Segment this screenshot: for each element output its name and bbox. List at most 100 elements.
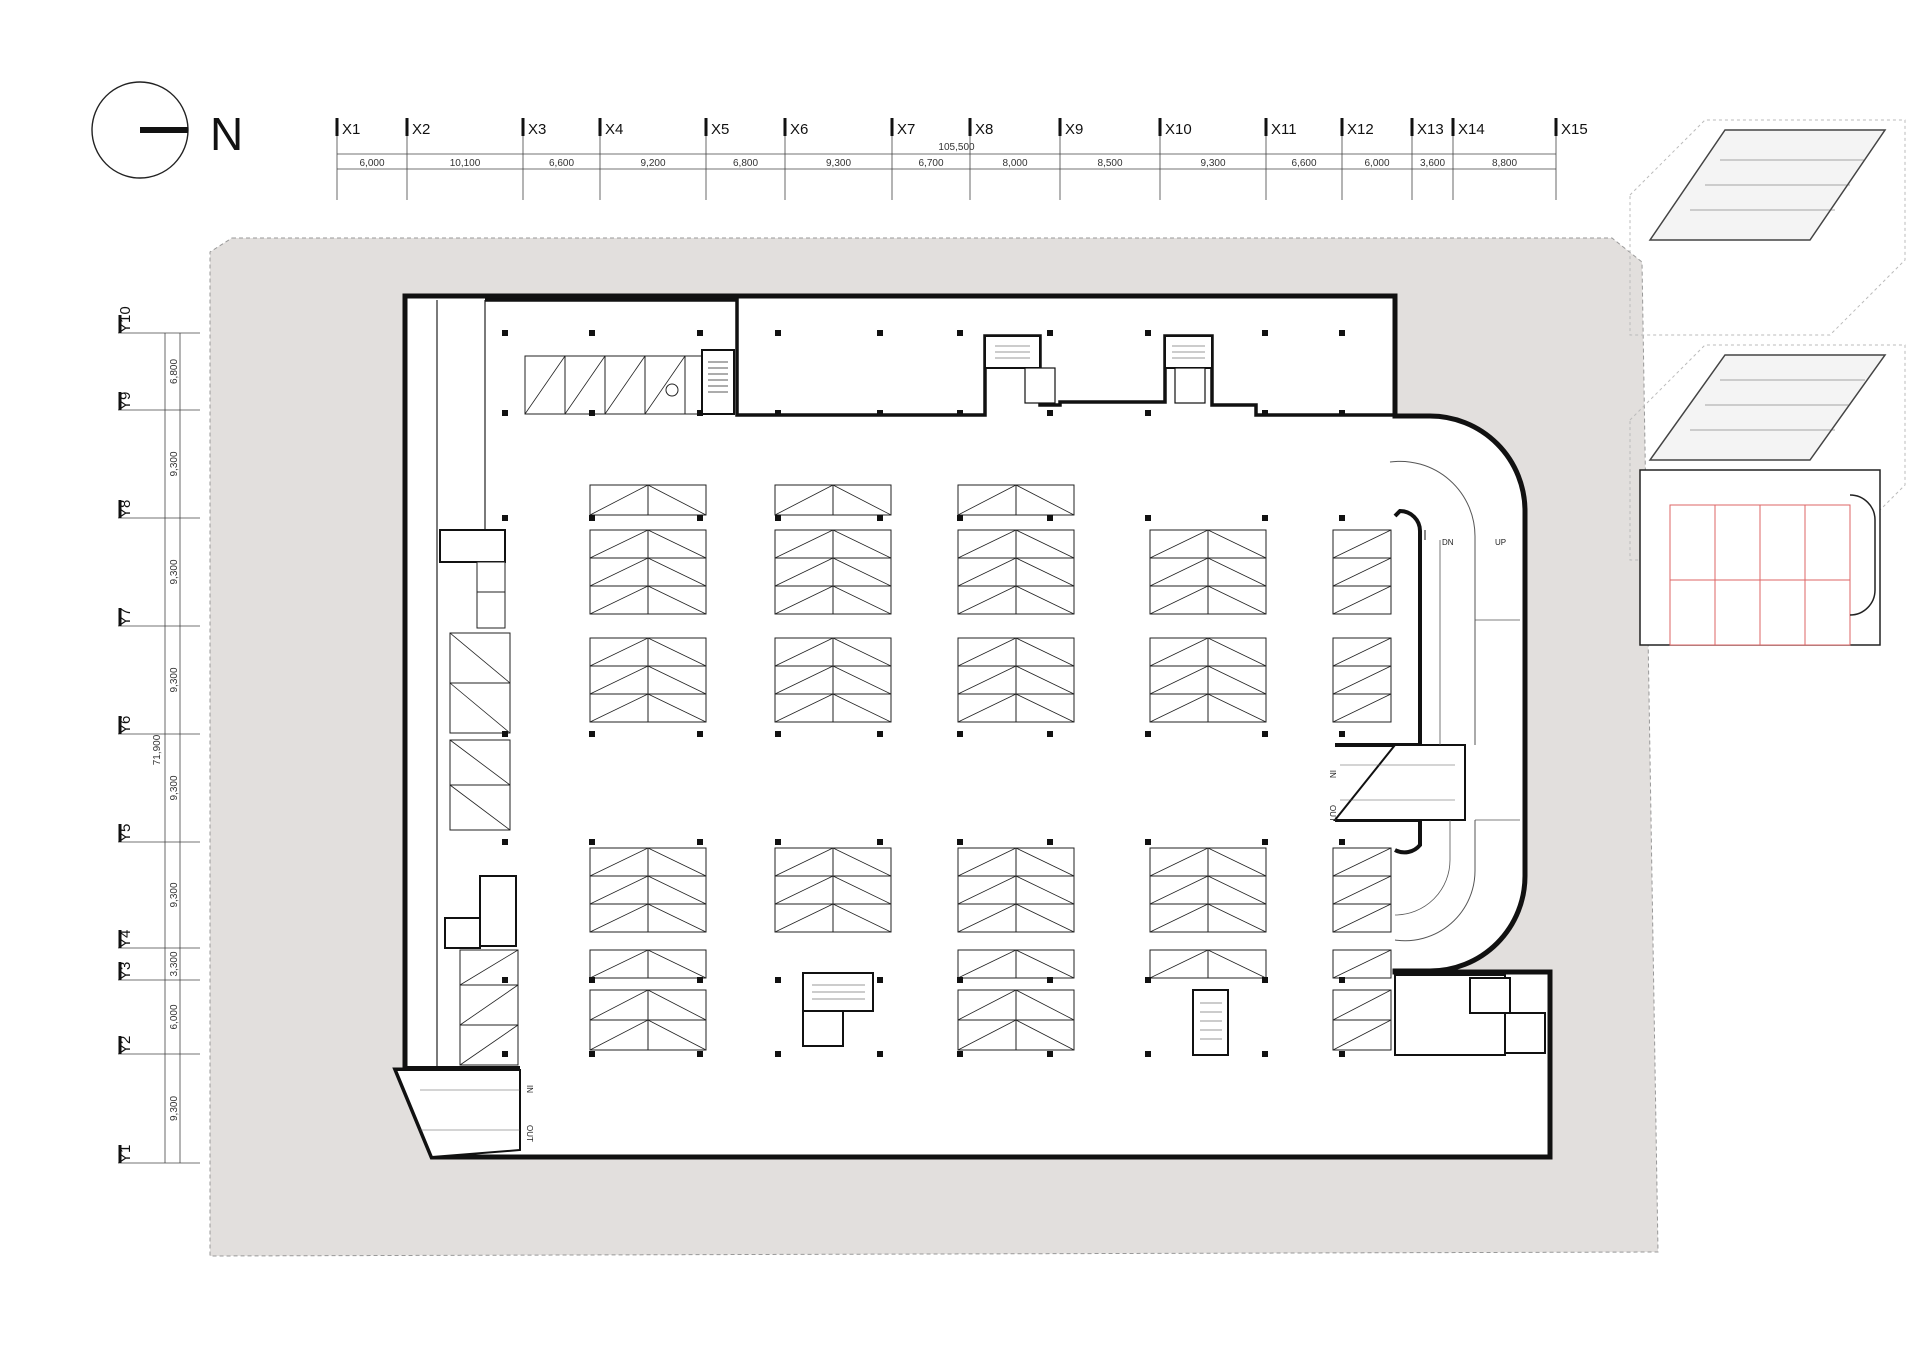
parking-stall [957, 949, 1017, 979]
parking-stall [1332, 585, 1392, 615]
parking-stall [1015, 875, 1075, 905]
parking-stall [957, 665, 1017, 695]
floor-key-plan [1639, 469, 1881, 646]
y-span-label: 9,300 [169, 559, 180, 584]
parking-stall [1015, 693, 1075, 723]
north-service-band [485, 298, 1395, 417]
y-span-label: 9,300 [169, 667, 180, 692]
parking-stall [774, 585, 834, 615]
column [877, 839, 883, 845]
parking-stall [1332, 1019, 1392, 1051]
x-axis-label: X7 [897, 121, 915, 138]
y-axis-label: Y9 [117, 392, 134, 410]
parking-stall [832, 847, 892, 877]
parking-stall [1015, 665, 1075, 695]
column [877, 515, 883, 521]
column [775, 731, 781, 737]
west-in-label: IN [525, 1085, 534, 1093]
parking-stall [1149, 529, 1209, 559]
column [589, 1051, 595, 1057]
column [502, 839, 508, 845]
parking-stall [774, 875, 834, 905]
column [697, 731, 703, 737]
parking-stall [1207, 585, 1267, 615]
parking-stall [1207, 693, 1267, 723]
x-span-label: 6,700 [918, 158, 943, 169]
parking-stall [1149, 875, 1209, 905]
y-span-label: 6,000 [169, 1004, 180, 1029]
x-span-label: 6,000 [1364, 158, 1389, 169]
parking-stall [774, 665, 834, 695]
parking-stall [774, 847, 834, 877]
west-out-label: OUT [525, 1125, 534, 1142]
column [1047, 410, 1053, 416]
column [1262, 977, 1268, 983]
column [877, 410, 883, 416]
parking-stall [832, 529, 892, 559]
parking-stall [774, 557, 834, 587]
column [1047, 330, 1053, 336]
column [1145, 515, 1151, 521]
x-axis-label: X14 [1458, 121, 1485, 138]
parking-stall [647, 484, 707, 516]
parking-stall [1207, 903, 1267, 933]
parking-stall [647, 1019, 707, 1051]
column [697, 977, 703, 983]
y-span-label: 9,300 [169, 775, 180, 800]
parking-stall [1015, 847, 1075, 877]
x-span-label: 6,600 [1291, 158, 1316, 169]
parking-stall [647, 637, 707, 667]
column [877, 977, 883, 983]
column [589, 515, 595, 521]
column [957, 1051, 963, 1057]
parking-stall [589, 484, 649, 516]
parking-stall [957, 585, 1017, 615]
north-arrow: N [91, 81, 243, 179]
column [502, 731, 508, 737]
column [502, 977, 508, 983]
parking-stall [832, 693, 892, 723]
x-span-label: 9,300 [1200, 158, 1225, 169]
column [1339, 410, 1345, 416]
column [1145, 410, 1151, 416]
parking-stall [1149, 693, 1209, 723]
column [589, 731, 595, 737]
parking-stall [1149, 665, 1209, 695]
parking-stall [1015, 529, 1075, 559]
column [1047, 515, 1053, 521]
parking-stall [589, 847, 649, 877]
parking-stall [647, 949, 707, 979]
parking-stall [647, 557, 707, 587]
x-axis-label: X15 [1561, 121, 1588, 138]
ramp-up-label: UP [1495, 538, 1506, 547]
ramp-down-label: DN [1442, 538, 1454, 547]
parking-stall [774, 529, 834, 559]
column [1262, 839, 1268, 845]
parking-stall [647, 989, 707, 1021]
parking-stall [1207, 875, 1267, 905]
parking-stall [1015, 557, 1075, 587]
west-ramp: IN OUT [394, 1069, 534, 1159]
column [775, 977, 781, 983]
x-span-label: 10,100 [450, 158, 481, 169]
column [589, 410, 595, 416]
column [1339, 977, 1345, 983]
parking-stall [832, 665, 892, 695]
column [589, 330, 595, 336]
parking-stall [957, 693, 1017, 723]
column [957, 330, 963, 336]
column [589, 977, 595, 983]
parking-stall [1015, 949, 1075, 979]
column [1047, 839, 1053, 845]
x-axis-label: X2 [412, 121, 430, 138]
column [1145, 977, 1151, 983]
x-axis-label: X13 [1417, 121, 1444, 138]
parking-stall [1015, 903, 1075, 933]
column [697, 1051, 703, 1057]
west-service-band [439, 529, 519, 1066]
parking-stall [647, 693, 707, 723]
column [775, 1051, 781, 1057]
parking-stall [1332, 693, 1392, 723]
y-axis-label: Y2 [117, 1036, 134, 1054]
